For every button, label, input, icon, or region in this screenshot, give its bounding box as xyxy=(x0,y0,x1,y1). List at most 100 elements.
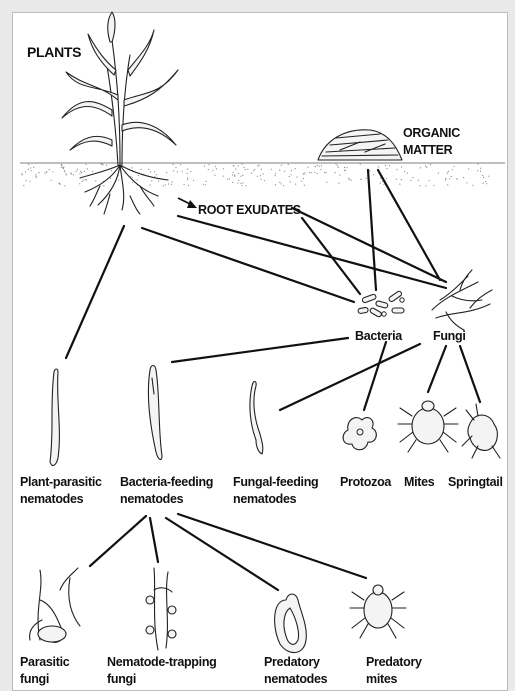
soil-speck xyxy=(240,183,241,184)
soil-speck xyxy=(64,185,65,186)
soil-speck xyxy=(284,171,285,172)
soil-speck xyxy=(401,166,402,167)
soil-speck xyxy=(245,169,246,170)
soil-speck xyxy=(158,181,159,182)
soil-speck xyxy=(345,170,346,171)
soil-speck xyxy=(38,172,39,173)
soil-speck xyxy=(317,165,318,166)
soil-speck xyxy=(23,185,24,186)
soil-speck xyxy=(445,179,446,180)
soil-speck xyxy=(83,179,84,180)
soil-speck xyxy=(263,173,264,174)
nematode-trapping-fungi-label-line1: Nematode-trapping xyxy=(107,655,217,669)
soil-speck xyxy=(304,172,305,173)
soil-speck xyxy=(35,174,36,175)
soil-speck xyxy=(260,179,261,180)
soil-speck xyxy=(110,178,111,179)
soil-speck xyxy=(232,172,233,173)
soil-speck xyxy=(339,174,340,175)
bacteria-feeding-nematode-illustration xyxy=(148,366,162,460)
soil-speck xyxy=(307,167,308,168)
mite-illustration xyxy=(398,401,458,452)
soil-speck xyxy=(238,165,239,166)
nematode-trapping-fungi-label-line2: fungi xyxy=(107,672,136,686)
soil-speck xyxy=(208,169,209,170)
plant-parasitic-nematode-illustration xyxy=(50,369,59,465)
soil-speck xyxy=(234,176,235,177)
soil-speck xyxy=(319,166,320,167)
predatory-nematodes-label-line1: Predatory xyxy=(264,655,320,669)
predatory-nematode-illustration xyxy=(275,594,307,653)
soil-speck xyxy=(261,169,262,170)
soil-speck xyxy=(165,184,166,185)
soil-speck xyxy=(324,172,325,173)
parasitic-fungi-label-line2: fungi xyxy=(20,672,49,686)
soil-speck xyxy=(156,174,157,175)
soil-speck xyxy=(187,177,188,178)
soil-speck xyxy=(216,168,217,169)
parasitic-fungi-illustration xyxy=(30,568,80,642)
soil-speck xyxy=(420,167,421,168)
soil-speck xyxy=(279,170,280,171)
soil-speck xyxy=(279,182,280,183)
soil-speck xyxy=(338,183,339,184)
soil-speck xyxy=(288,164,289,165)
soil-speck xyxy=(314,172,315,173)
soil-speck xyxy=(240,176,241,177)
soil-speck xyxy=(81,181,82,182)
plant-parasitic-label-line1: Plant-parasitic xyxy=(20,475,102,489)
soil-speck xyxy=(111,170,112,171)
soil-speck xyxy=(33,167,34,168)
soil-speck xyxy=(36,176,37,177)
soil-speck xyxy=(137,179,138,180)
soil-speck xyxy=(166,172,167,173)
soil-speck xyxy=(360,164,361,165)
soil-speck xyxy=(320,169,321,170)
soil-speck xyxy=(386,168,387,169)
fungal-feeding-label-line2: nematodes xyxy=(233,492,297,506)
soil-speck xyxy=(64,170,65,171)
soil-speck xyxy=(382,181,383,182)
soil-speck xyxy=(404,171,405,172)
soil-speck xyxy=(281,183,282,184)
soil-speck xyxy=(215,166,216,167)
soil-speck xyxy=(73,174,74,175)
soil-speck xyxy=(410,180,411,181)
bacteria-label: Bacteria xyxy=(355,329,403,343)
soil-speck xyxy=(251,173,252,174)
soil-speck xyxy=(360,179,361,180)
bacteria-feeding-label-line2: nematodes xyxy=(120,492,184,506)
soil-speck xyxy=(463,177,464,178)
soil-speck xyxy=(61,165,62,166)
soil-speck xyxy=(303,174,304,175)
soil-speck xyxy=(92,171,93,172)
soil-speck xyxy=(76,171,77,172)
soil-speck xyxy=(63,167,64,168)
plants-label: PLANTS xyxy=(27,44,81,60)
soil-speck xyxy=(454,166,455,167)
soil-speck xyxy=(429,180,430,181)
soil-speck xyxy=(28,164,29,165)
soil-speck xyxy=(242,182,243,183)
soil-speck xyxy=(95,180,96,181)
parasitic-fungi-label-line1: Parasitic xyxy=(20,655,70,669)
soil-speck xyxy=(187,179,188,180)
soil-speck xyxy=(184,184,185,185)
soil-speck xyxy=(235,169,236,170)
soil-speck xyxy=(246,185,247,186)
protozoa-label: Protozoa xyxy=(340,475,392,489)
fungal-feeding-nematode-illustration xyxy=(250,382,263,455)
soil-speck xyxy=(31,170,32,171)
soil-speck xyxy=(232,182,233,183)
soil-speck xyxy=(289,176,290,177)
soil-speck xyxy=(386,178,387,179)
soil-speck xyxy=(259,165,260,166)
soil-speck xyxy=(177,171,178,172)
soil-speck xyxy=(118,179,119,180)
soil-speck xyxy=(426,167,427,168)
soil-speck xyxy=(401,179,402,180)
soil-speck xyxy=(233,165,234,166)
soil-speck xyxy=(58,183,59,184)
soil-speck xyxy=(477,163,478,164)
